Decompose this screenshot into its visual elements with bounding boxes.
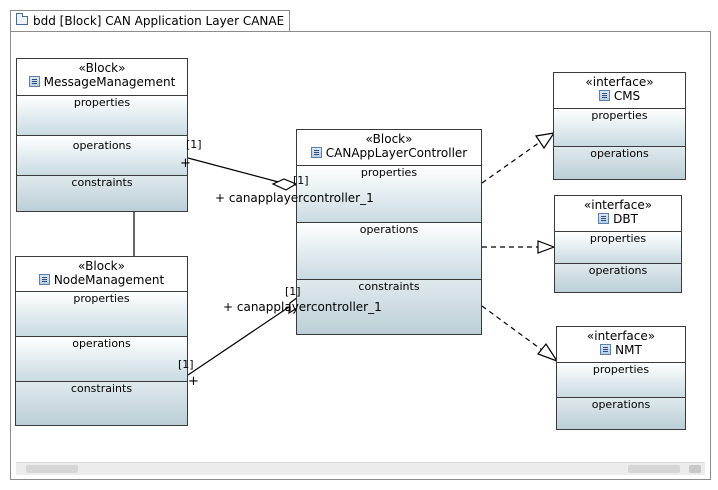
block-name: NodeManagement: [53, 273, 165, 287]
stereotype: «Block»: [78, 259, 125, 273]
properties-section[interactable]: properties: [555, 232, 681, 264]
stereotype: «Block»: [78, 61, 126, 75]
navigability-plus: +: [188, 374, 199, 389]
interface-icon: [600, 344, 612, 355]
association-node-controller[interactable]: [187, 306, 290, 376]
block-header: «interface» DBT: [555, 196, 681, 232]
properties-section[interactable]: properties: [17, 96, 187, 136]
block-icon: [28, 76, 40, 87]
diagram-title: bdd [Block] CAN Application Layer CANAE: [33, 14, 285, 28]
stereotype: «interface»: [583, 198, 653, 212]
stereotype: «interface»: [586, 329, 656, 343]
interface-icon: [598, 213, 610, 224]
block-can-app-layer-controller[interactable]: «Block» CANAppLayerController properties…: [296, 129, 482, 335]
interface-cms[interactable]: «interface» CMS properties operations: [553, 72, 686, 180]
operations-section[interactable]: operations: [555, 264, 681, 292]
block-header: «interface» NMT: [557, 327, 685, 363]
realization-arrow-cms: [534, 132, 556, 150]
association-message-controller[interactable]: [187, 157, 287, 185]
package-folder-icon: [16, 13, 28, 25]
block-header: «Block» NodeManagement: [16, 257, 187, 292]
properties-section[interactable]: properties: [297, 166, 481, 223]
block-message-management[interactable]: «Block» MessageManagement properties ope…: [16, 58, 188, 212]
diagram-tab[interactable]: bdd [Block] CAN Application Layer CANAE: [10, 10, 290, 31]
properties-section[interactable]: properties: [554, 109, 685, 147]
properties-section[interactable]: properties: [557, 363, 685, 398]
block-icon: [38, 274, 50, 285]
interface-nmt[interactable]: «interface» NMT properties operations: [556, 326, 686, 430]
realization-arrow-dbt: [537, 240, 556, 254]
navigability-plus: +: [180, 156, 191, 171]
properties-section[interactable]: properties: [16, 292, 187, 337]
block-header: «Block» CANAppLayerController: [297, 130, 481, 166]
block-name: CANAppLayerController: [325, 146, 468, 160]
operations-section[interactable]: operations: [17, 136, 187, 176]
stereotype: «Block»: [365, 132, 413, 146]
scrollbar-end-handle[interactable]: [689, 465, 701, 473]
horizontal-scrollbar[interactable]: [16, 462, 705, 475]
operations-section[interactable]: operations: [557, 398, 685, 429]
role-label: + canapplayercontroller_1: [215, 191, 374, 205]
multiplicity-label: [1]: [186, 138, 202, 151]
interface-name: NMT: [615, 343, 642, 357]
scrollbar-thumb-right[interactable]: [628, 465, 680, 473]
multiplicity-label: [1]: [285, 285, 301, 298]
interface-dbt[interactable]: «interface» DBT properties operations: [554, 195, 682, 293]
block-icon: [310, 147, 322, 158]
aggregation-diamond-1: [271, 178, 298, 191]
constraints-section[interactable]: constraints: [16, 382, 187, 425]
role-label: + canapplayercontroller_1: [223, 300, 382, 314]
scrollbar-thumb-left[interactable]: [26, 465, 78, 473]
operations-section[interactable]: operations: [297, 223, 481, 280]
constraints-section[interactable]: constraints: [17, 176, 187, 211]
multiplicity-label: [1]: [293, 174, 309, 187]
interface-name: CMS: [613, 89, 641, 103]
stereotype: «interface»: [585, 75, 654, 89]
realization-cms[interactable]: [481, 141, 541, 184]
realization-arrow-nmt: [537, 342, 559, 363]
operations-section[interactable]: operations: [16, 337, 187, 382]
block-node-management[interactable]: «Block» NodeManagement properties operat…: [15, 256, 188, 426]
block-name: MessageManagement: [43, 75, 176, 89]
operations-section[interactable]: operations: [554, 147, 685, 179]
constraints-section[interactable]: constraints: [297, 280, 481, 334]
interface-icon: [598, 90, 610, 101]
multiplicity-label: [1]: [178, 358, 194, 371]
realization-nmt[interactable]: [481, 305, 543, 351]
block-header: «Block» MessageManagement: [17, 59, 187, 96]
interface-name: DBT: [613, 212, 638, 226]
block-header: «interface» CMS: [554, 73, 685, 109]
